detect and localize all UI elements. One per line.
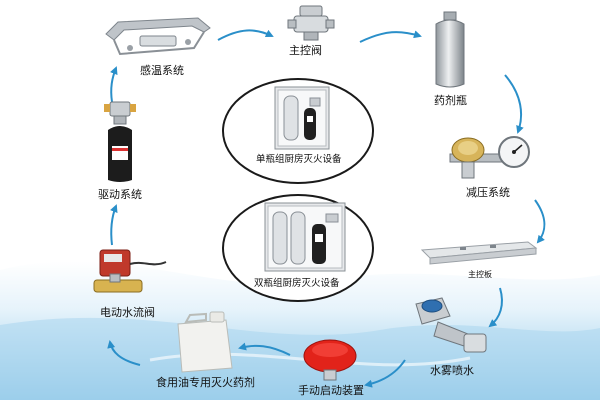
electric-valve-image	[93, 249, 167, 293]
sensing-system-bracket-image	[105, 17, 211, 56]
cooking-oil-agent-label: 食用油专用灭火药剂	[156, 376, 255, 389]
arrow-manual-to-agent	[238, 342, 291, 356]
single-bottle-cabinet-image	[274, 86, 330, 150]
single-bottle-caption: 单瓶组厨房灭火设备	[256, 154, 342, 165]
arrow-main-valve-to-bottle	[359, 30, 422, 43]
water-mist-nozzle-label: 水雾喷水	[430, 364, 474, 377]
electric-valve-label: 电动水流阀	[100, 306, 155, 319]
arrow-board-to-nozzle	[488, 287, 503, 328]
pressure-reduction-label: 减压系统	[466, 186, 510, 199]
drive-system-label: 驱动系统	[98, 188, 142, 201]
water-mist-nozzle-image	[415, 297, 487, 353]
double-bottle-cabinet-image	[264, 202, 346, 272]
arrow-drive-to-sensing	[110, 66, 118, 103]
pressure-reduction-image	[449, 136, 530, 179]
main-valve-label: 主控阀	[289, 44, 322, 57]
main-valve-image	[287, 5, 335, 41]
main-control-board-label: 主控板	[468, 270, 492, 279]
arrow-valve-to-drive	[110, 204, 118, 246]
arrow-sensing-to-main-valve	[217, 29, 274, 41]
manual-start-device-label: 手动启动装置	[298, 384, 364, 397]
arrow-pressure-to-board	[534, 199, 546, 244]
arrow-bottle-to-pressure	[504, 74, 524, 134]
cooking-oil-agent-container-image	[177, 311, 233, 373]
agent-bottle-label: 药剂瓶	[434, 94, 467, 107]
sensing-system-label: 感温系统	[140, 64, 184, 77]
manual-start-device-image	[303, 339, 357, 381]
double-bottle-caption: 双瓶组厨房灭火设备	[254, 278, 340, 289]
agent-bottle-image	[435, 11, 465, 88]
arrow-agent-to-valve	[107, 340, 141, 366]
main-control-board-image	[420, 241, 538, 265]
arrow-nozzle-to-manual	[364, 359, 406, 388]
drive-system-image	[104, 101, 136, 182]
